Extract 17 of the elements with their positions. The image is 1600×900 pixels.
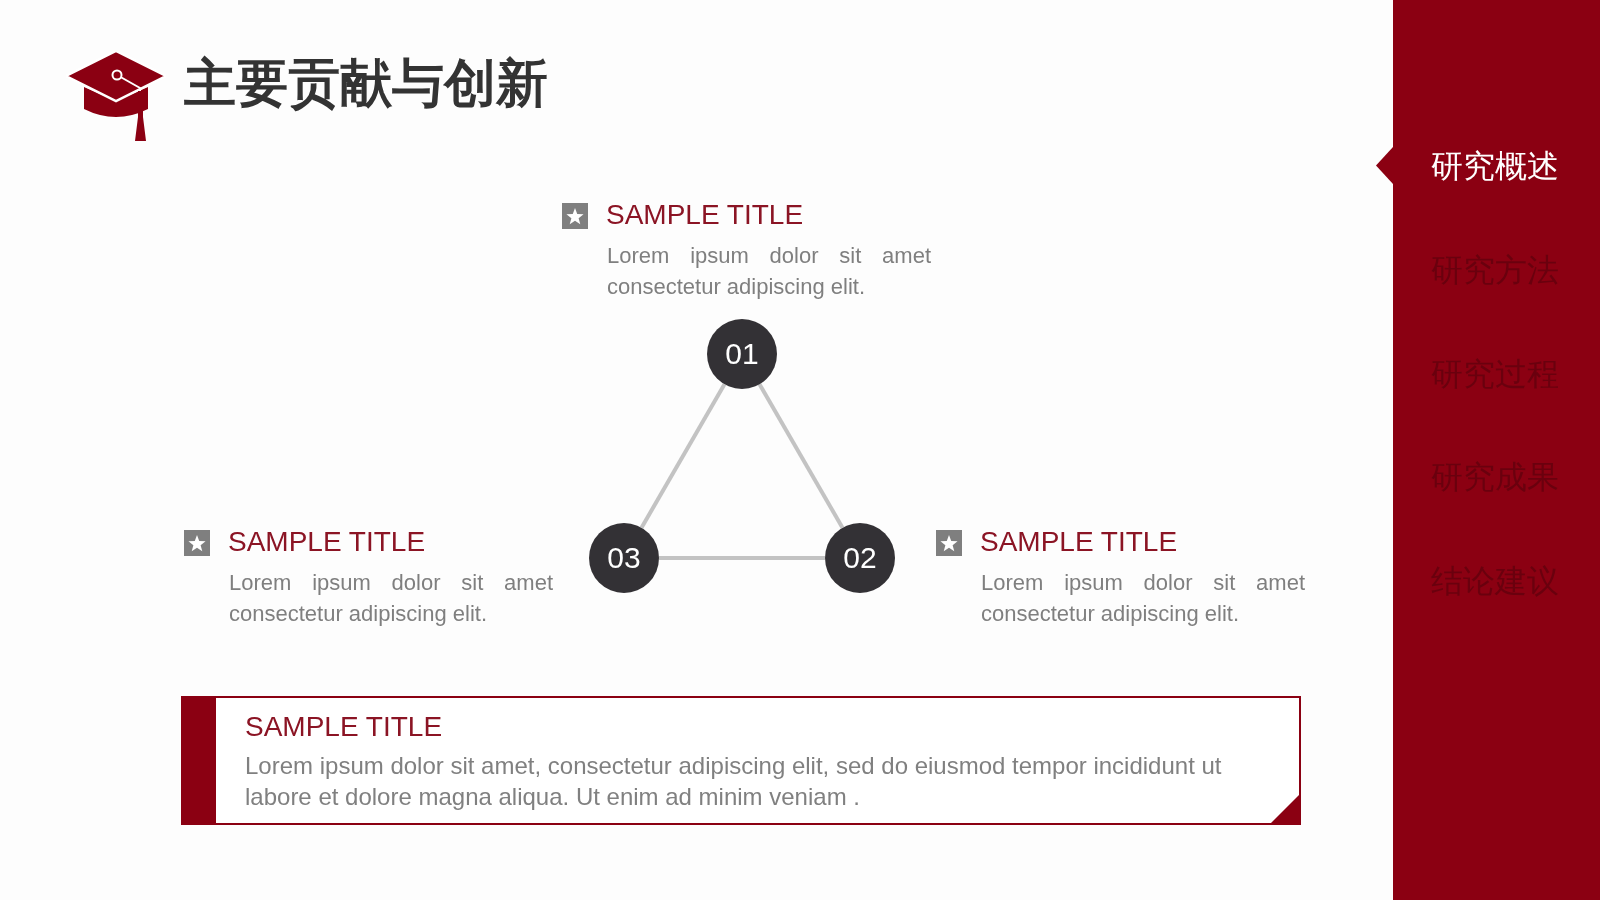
description-text: Lorem ipsum dolor sit amet consectetur adipiscing elit. — [981, 569, 1305, 628]
text-panel — [181, 696, 1301, 825]
page-title: 主要贡献与创新 — [184, 53, 548, 113]
section-title: SAMPLE TITLE — [980, 525, 1178, 559]
connector-line — [757, 383, 845, 529]
panel-title: SAMPLE TITLE — [245, 710, 443, 744]
number-circle: 02 — [825, 523, 895, 593]
section-title: SAMPLE TITLE — [606, 198, 804, 232]
panel-text: Lorem ipsum dolor sit amet, consectetur adipiscing elit, sed do eiusmod tempor incididunt ut labore et dolore magna aliqua. Ut enim ad minim veniam . — [245, 751, 1223, 812]
nav-item: 研究概述 — [1431, 147, 1559, 186]
connector-line — [659, 556, 825, 560]
number-circle: 03 — [589, 523, 659, 593]
description-text: Lorem ipsum dolor sit amet consectetur adipiscing elit. — [607, 242, 931, 301]
description-text: Lorem ipsum dolor sit amet consectetur adipiscing elit. — [229, 569, 553, 628]
number-circle: 01 — [707, 319, 777, 389]
section-title: SAMPLE TITLE — [228, 525, 426, 559]
connector-line — [639, 383, 727, 529]
